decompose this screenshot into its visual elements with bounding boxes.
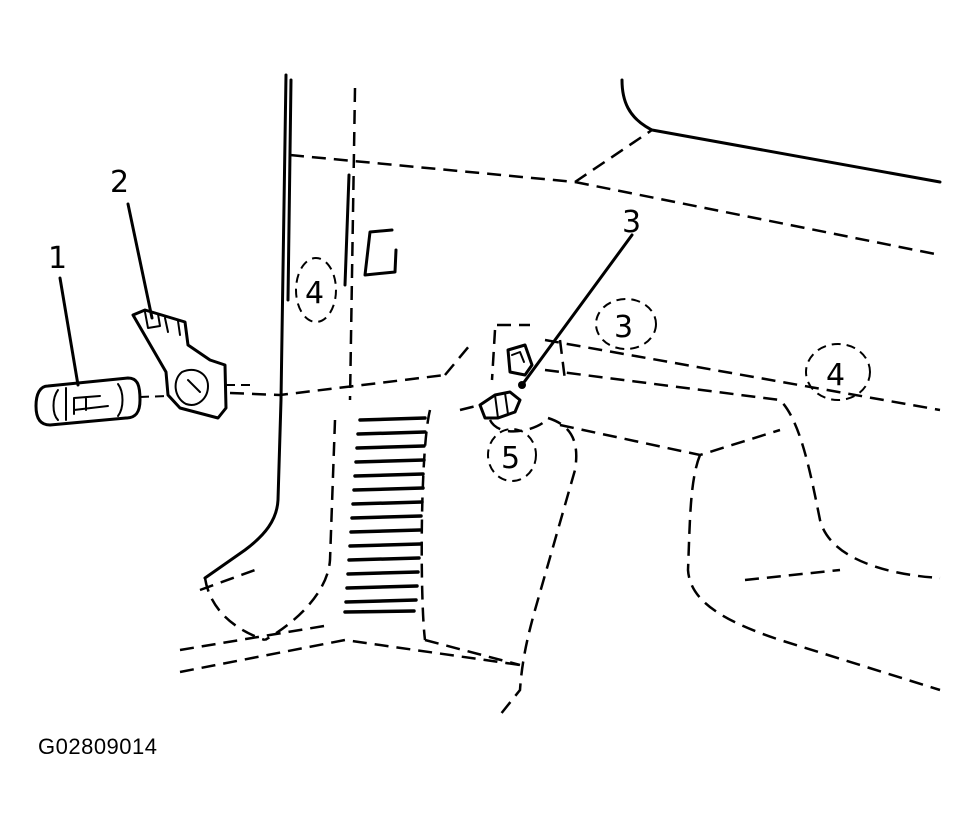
vent-grille xyxy=(343,416,427,614)
callout-3: 3 xyxy=(622,205,641,240)
callout-1: 1 xyxy=(48,241,67,276)
marker-lower: 5 xyxy=(487,428,537,482)
marker-upper: 3 xyxy=(595,298,657,350)
leader-line-1 xyxy=(58,276,80,387)
callout-labels: 1 2 3 xyxy=(48,165,641,276)
figure-id: G02809014 xyxy=(38,734,158,759)
location-markers: 4 3 4 5 xyxy=(295,257,871,482)
component-1-connector xyxy=(34,376,169,427)
pillar-structure xyxy=(199,73,357,642)
leader-line-3 xyxy=(520,233,634,387)
marker-lower-label: 5 xyxy=(501,441,520,476)
leader-lines xyxy=(58,202,634,387)
marker-upper-label: 3 xyxy=(614,310,633,345)
marker-right: 4 xyxy=(805,343,871,401)
callout-2: 2 xyxy=(110,165,129,200)
marker-right-label: 4 xyxy=(826,358,845,393)
marker-pillar-label: 4 xyxy=(305,276,324,311)
component-2-bracket xyxy=(131,308,250,420)
upper-trim-panel xyxy=(289,78,942,257)
marker-pillar: 4 xyxy=(295,257,337,323)
pillar-bracket xyxy=(363,228,398,277)
sill-lines xyxy=(229,338,941,692)
component-3-sensor xyxy=(459,323,567,433)
floor-outline xyxy=(179,409,578,716)
leader-line-2 xyxy=(126,202,154,320)
